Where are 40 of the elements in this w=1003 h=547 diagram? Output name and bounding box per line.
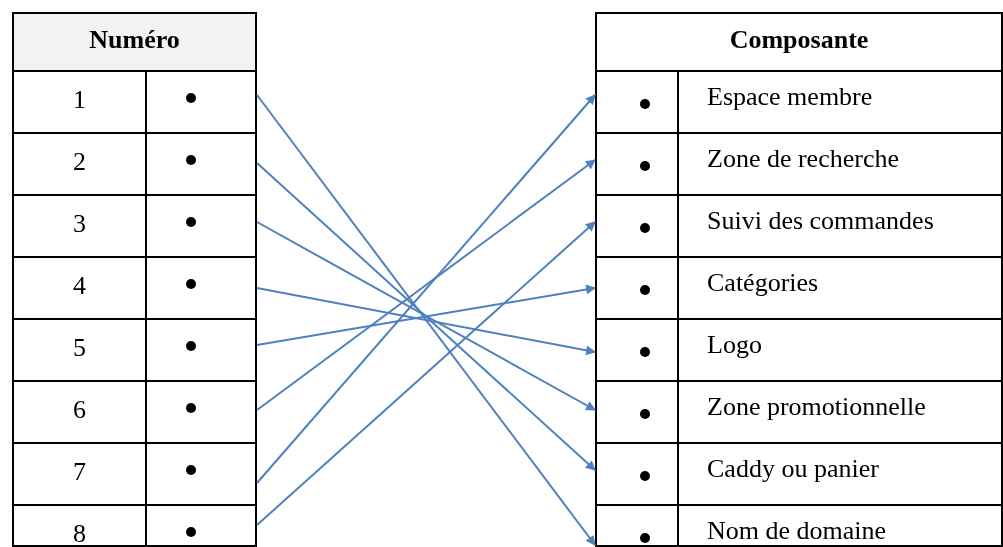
row-number: 6 (72, 394, 87, 426)
component-name: Logo (707, 330, 762, 360)
arrow (256, 287, 596, 356)
component-name: Espace membre (707, 82, 873, 112)
table-row (595, 132, 1003, 196)
table-header: Numéro (12, 12, 257, 72)
arrow (256, 159, 596, 411)
table-header: Composante (595, 12, 1003, 72)
arrow (256, 162, 596, 471)
row-number: 4 (72, 270, 87, 302)
row-number: 5 (72, 332, 87, 364)
row-number: 7 (72, 456, 87, 488)
table-row (595, 70, 1003, 134)
component-name: Suivi des commandes (707, 206, 934, 236)
table-row (12, 70, 257, 134)
table-row (595, 504, 1003, 547)
table-row (12, 132, 257, 196)
table-row (595, 194, 1003, 258)
table-row (12, 380, 257, 444)
component-name: Caddy ou panier (707, 454, 879, 484)
table-row (12, 256, 257, 320)
arrow (256, 284, 596, 346)
row-number: 8 (72, 518, 87, 545)
table-row (595, 318, 1003, 382)
table-row (595, 380, 1003, 444)
table-row (595, 256, 1003, 320)
arrow (256, 221, 596, 411)
table-row (12, 318, 257, 382)
arrow (256, 221, 596, 526)
row-number: 2 (72, 146, 87, 178)
component-name: Zone de recherche (707, 144, 899, 174)
component-name: Catégories (707, 268, 819, 298)
row-number: 1 (72, 84, 87, 116)
row-number: 3 (72, 208, 87, 240)
table-row (12, 442, 257, 506)
table-row (12, 194, 257, 258)
component-name: Nom de domaine (707, 516, 887, 546)
component-name: Zone promotionnelle (707, 392, 926, 422)
table-row (12, 504, 257, 547)
table-row (595, 442, 1003, 506)
